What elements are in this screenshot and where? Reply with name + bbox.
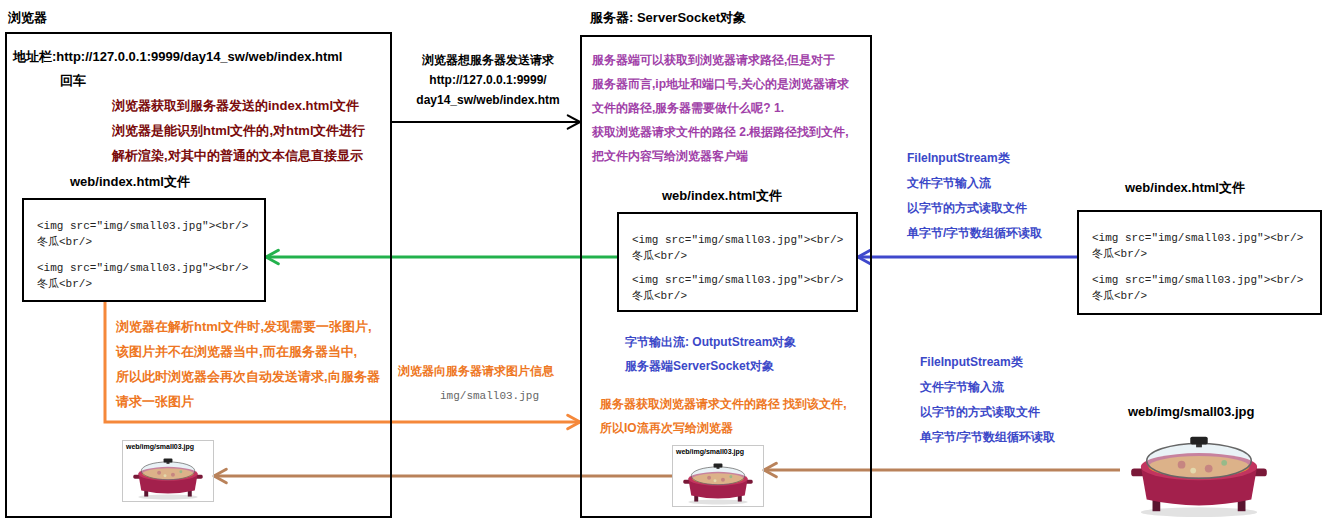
- connector: [858, 250, 1077, 263]
- connector-line: [764, 469, 1120, 472]
- image-box: web/img/small03.jpg: [122, 440, 214, 502]
- server-image-note: 服务器获取浏览器请求文件的路径 找到该文件,所以IO流再次写给浏览器: [600, 392, 862, 440]
- server-note: 服务器端可以获取到浏览器请求路径,但是对于 服务器而言,ip地址和端口号,关心的…: [592, 48, 866, 168]
- connector-line: [266, 256, 617, 259]
- pot-picture: [133, 458, 202, 499]
- edge-label: 浏览器向服务器请求图片信息: [398, 364, 554, 379]
- box-title: 浏览器: [8, 10, 47, 26]
- pot-picture: [1131, 437, 1267, 517]
- stream-class-note: FileInputStream类 文件字节输入流 以字节的方式读取文件 单字节/…: [907, 146, 1059, 246]
- arrowhead: [214, 469, 226, 482]
- code-text: <img src="img/small03.jpg"><br/> 冬瓜<br/>: [37, 260, 262, 292]
- html-file-box: web/index.html文件<img src="img/small03.jp…: [617, 212, 858, 312]
- code-text: <img src="img/small03.jpg"><br/> 冬瓜<br/>: [37, 218, 262, 250]
- address-bar-text: 地址栏:http://127.0.0.1:9999/day14_sw/web/i…: [13, 49, 342, 65]
- image-box: web/img/small03.jpg: [672, 445, 764, 507]
- connector: [105, 302, 580, 429]
- arrowhead: [568, 115, 580, 128]
- code-text: <img src="img/small03.jpg"><br/> 冬瓜<br/>: [632, 272, 854, 304]
- image-file: web/img/small03.jpg: [1120, 402, 1278, 518]
- arrowhead: [568, 415, 580, 428]
- file-heading: web/index.html文件: [662, 188, 782, 204]
- box-title: 服务器: ServerSocket对象: [590, 10, 746, 26]
- enter-note: 回车: [60, 73, 86, 89]
- pot-picture: [683, 463, 752, 504]
- code-text: <img src="img/small03.jpg"><br/> 冬瓜<br/>: [632, 232, 854, 264]
- html-file-box: web/index.html文件<img src="img/small03.jp…: [1077, 210, 1322, 315]
- image-caption: web/img/small03.jpg: [126, 442, 194, 451]
- file-heading: web/index.html文件: [1125, 180, 1245, 196]
- file-heading: web/index.html文件: [70, 174, 190, 190]
- html-file-box: web/index.html文件<img src="img/small03.jp…: [22, 198, 266, 302]
- image-caption: web/img/small03.jpg: [1128, 404, 1254, 420]
- connector-line: [392, 121, 580, 123]
- browser-image-note: 浏览器在解析html文件时,发现需要一张图片, 该图片并不在浏览器当中,而在服务…: [116, 314, 388, 414]
- connector-line: [214, 475, 672, 478]
- server-box: 服务器: ServerSocket对象服务器端可以获取到浏览器请求路径,但是对于…: [580, 35, 872, 518]
- code-text: <img src="img/small03.jpg"><br/> 冬瓜<br/>: [1092, 272, 1318, 304]
- stream-class-note: FileInputStream类 文件字节输入流 以字节的方式读取文件 单字节/…: [920, 350, 1072, 450]
- code-text: <img src="img/small03.jpg"><br/> 冬瓜<br/>: [1092, 230, 1318, 262]
- connector-line: [858, 256, 1077, 259]
- connector: [392, 115, 580, 128]
- browser-box: 浏览器地址栏:http://127.0.0.1:9999/day14_sw/we…: [5, 32, 392, 518]
- connector: [764, 463, 1120, 476]
- arrowhead: [858, 250, 870, 263]
- browser-note: 浏览器获取到服务器发送的index.html文件 浏览器是能识别html文件的,…: [112, 93, 384, 168]
- arrowhead: [266, 250, 278, 263]
- stream-note: 字节输出流: OutputStream对象 服务器端ServerSocket对象: [625, 330, 860, 378]
- image-caption: web/img/small03.jpg: [676, 447, 744, 456]
- connector: [266, 250, 617, 263]
- connector-line: [105, 302, 580, 422]
- path-label: img/small03.jpg: [440, 390, 539, 404]
- arrowhead: [764, 463, 776, 476]
- connector: [214, 469, 672, 482]
- edge-label: 浏览器想服务器发送请求 http://127.0.0.1:9999/ day14…: [398, 50, 578, 110]
